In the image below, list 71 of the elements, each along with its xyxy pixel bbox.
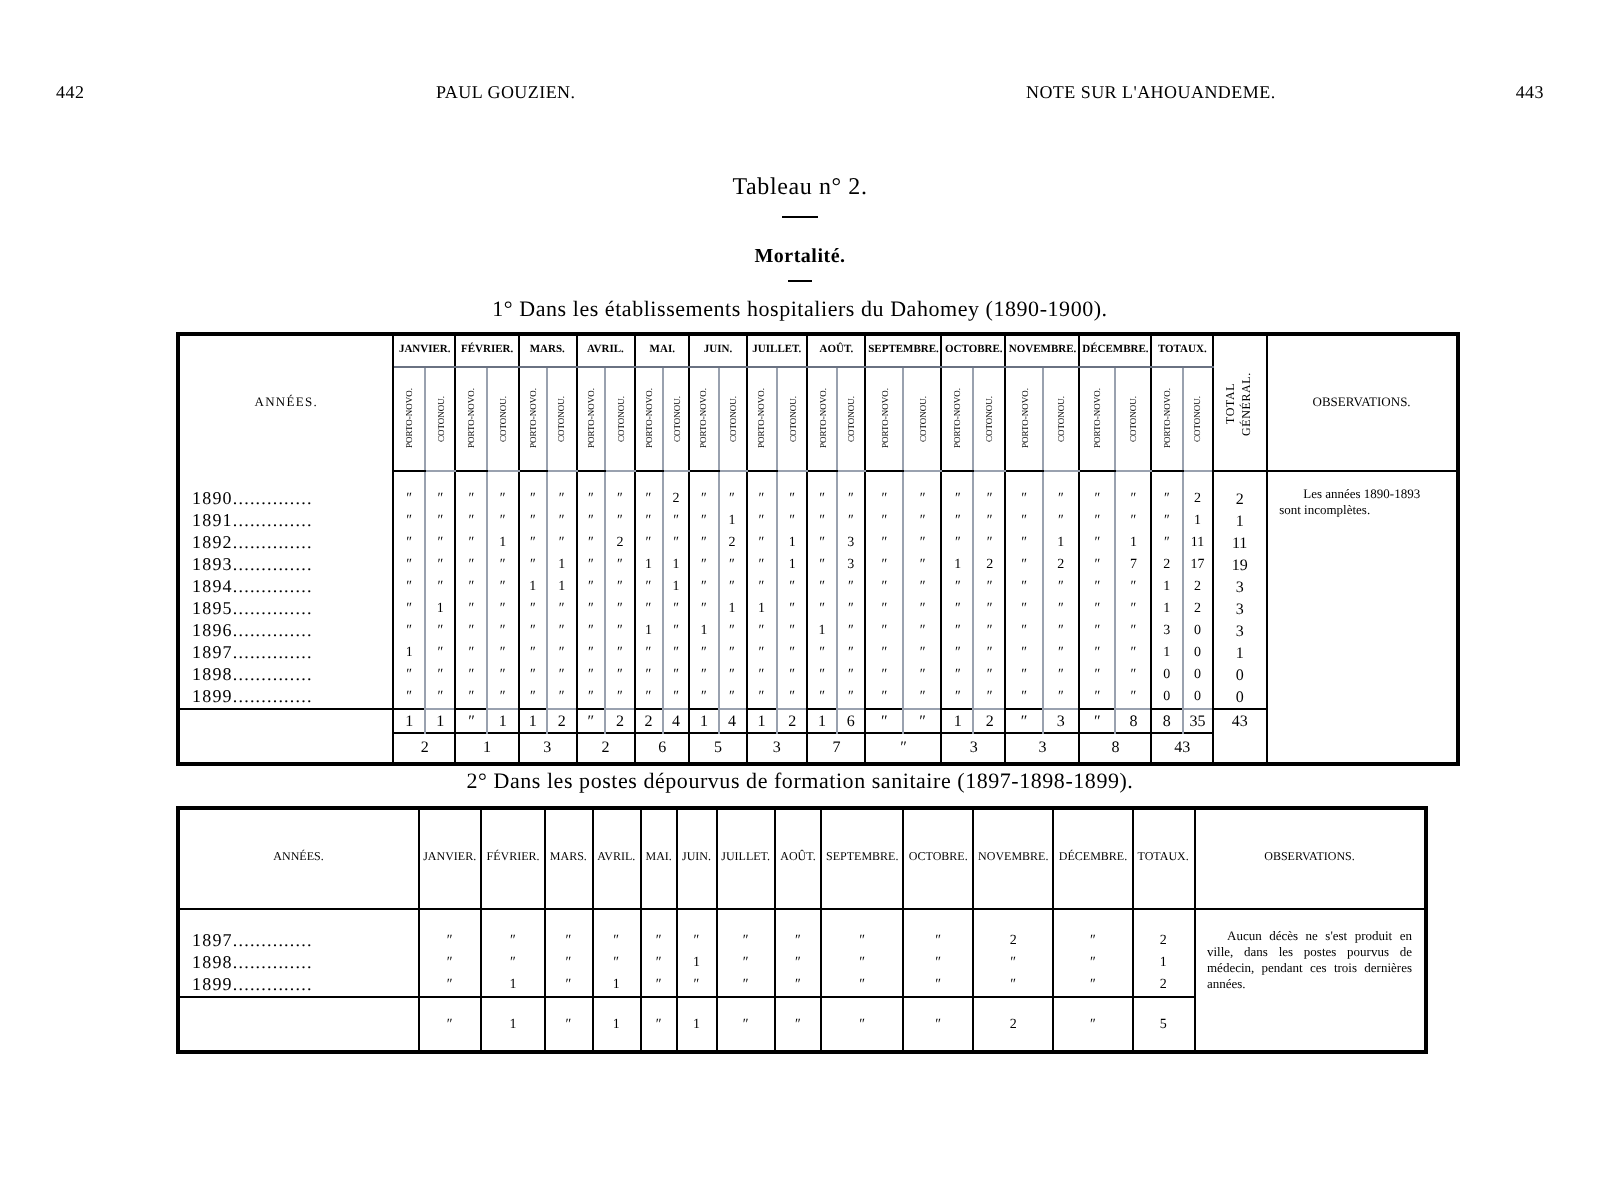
total-value: ″: [865, 732, 942, 764]
total-value: 2: [576, 732, 635, 764]
year-label: 1892..............: [192, 531, 313, 551]
total-value: 1: [941, 708, 974, 732]
year-label: 1893..............: [192, 553, 313, 573]
total-value: 3: [1213, 597, 1267, 619]
total-value: 8: [1079, 732, 1152, 764]
table-title: Tableau n° 2.: [732, 170, 868, 204]
total-value: 3: [518, 732, 577, 764]
total-value: 8: [1115, 708, 1152, 732]
total-value: 1: [518, 708, 548, 732]
running-head: PAUL GOUZIEN.: [436, 80, 576, 106]
year-label: 1895..............: [192, 597, 313, 617]
year-label: 1896..............: [192, 619, 313, 639]
total-value: 6: [634, 732, 690, 764]
year-label: 1897..............: [192, 929, 313, 949]
total-value: 1: [455, 732, 519, 764]
total-value: 1: [424, 708, 456, 732]
total-value: 2: [393, 732, 456, 764]
total-value: 3: [1005, 732, 1080, 764]
year-label: 1897..............: [192, 641, 313, 661]
total-value: 1: [689, 708, 718, 732]
total-value: ″: [865, 708, 904, 732]
total-value: 1: [393, 708, 425, 732]
total-value: 0: [1213, 663, 1267, 685]
total-value: 11: [1213, 531, 1267, 553]
total-value: 2: [1213, 471, 1267, 509]
total-value: 1: [487, 708, 519, 732]
total-value: 8: [1151, 708, 1183, 732]
total-value: 3: [1042, 708, 1080, 732]
year-label: 1894..............: [192, 575, 313, 595]
year-label: 1891..............: [192, 509, 313, 529]
total-value: 2: [605, 708, 635, 732]
total-value: 2: [776, 708, 808, 732]
section-heading: Mortalité.: [754, 244, 846, 272]
page-number: 443: [1515, 80, 1544, 106]
total-value: ″: [455, 708, 488, 732]
total-value: 35: [1182, 708, 1214, 732]
total-value: ″: [1079, 708, 1116, 732]
total-value: 4: [718, 708, 747, 732]
total-value: 7: [807, 732, 866, 764]
total-value: 3: [941, 732, 1006, 764]
total-value: 1: [807, 708, 837, 732]
running-head: NOTE SUR L'AHOUANDEME.: [1025, 80, 1276, 106]
year-label: 1899..............: [192, 973, 313, 993]
total-value: ″: [903, 708, 942, 732]
total-value: 2: [547, 708, 577, 732]
total-value: 2: [973, 708, 1006, 732]
subtitle: 1° Dans les établissements hospitaliers du Dahomey (1890-1900).: [492, 296, 1108, 326]
total-value: 1: [1213, 509, 1267, 531]
total-value: 0: [1213, 685, 1267, 708]
year-label: 1898..............: [192, 951, 313, 971]
total-value: 1: [746, 708, 777, 732]
total-value: 5: [689, 732, 747, 764]
year-label: 1898..............: [192, 663, 313, 683]
total-value: 2: [634, 708, 663, 732]
total-value: 3: [746, 732, 808, 764]
total-value: 3: [1213, 575, 1267, 597]
total-value: ″: [1005, 708, 1043, 732]
total-value: ″: [576, 708, 606, 732]
total-value: 3: [1213, 619, 1267, 641]
subtitle: 2° Dans les postes dépourvus de formation sanitaire (1897-1898-1899).: [466, 768, 1134, 798]
total-value: 19: [1213, 553, 1267, 575]
page-number: 442: [56, 80, 87, 106]
total-value: 43: [1213, 708, 1267, 732]
year-label: 1899..............: [192, 685, 313, 705]
total-value: 4: [662, 708, 690, 732]
total-value: 1: [1213, 641, 1267, 663]
total-value: 6: [836, 708, 866, 732]
year-label: 1890..............: [192, 487, 313, 507]
total-value: 43: [1151, 732, 1214, 764]
